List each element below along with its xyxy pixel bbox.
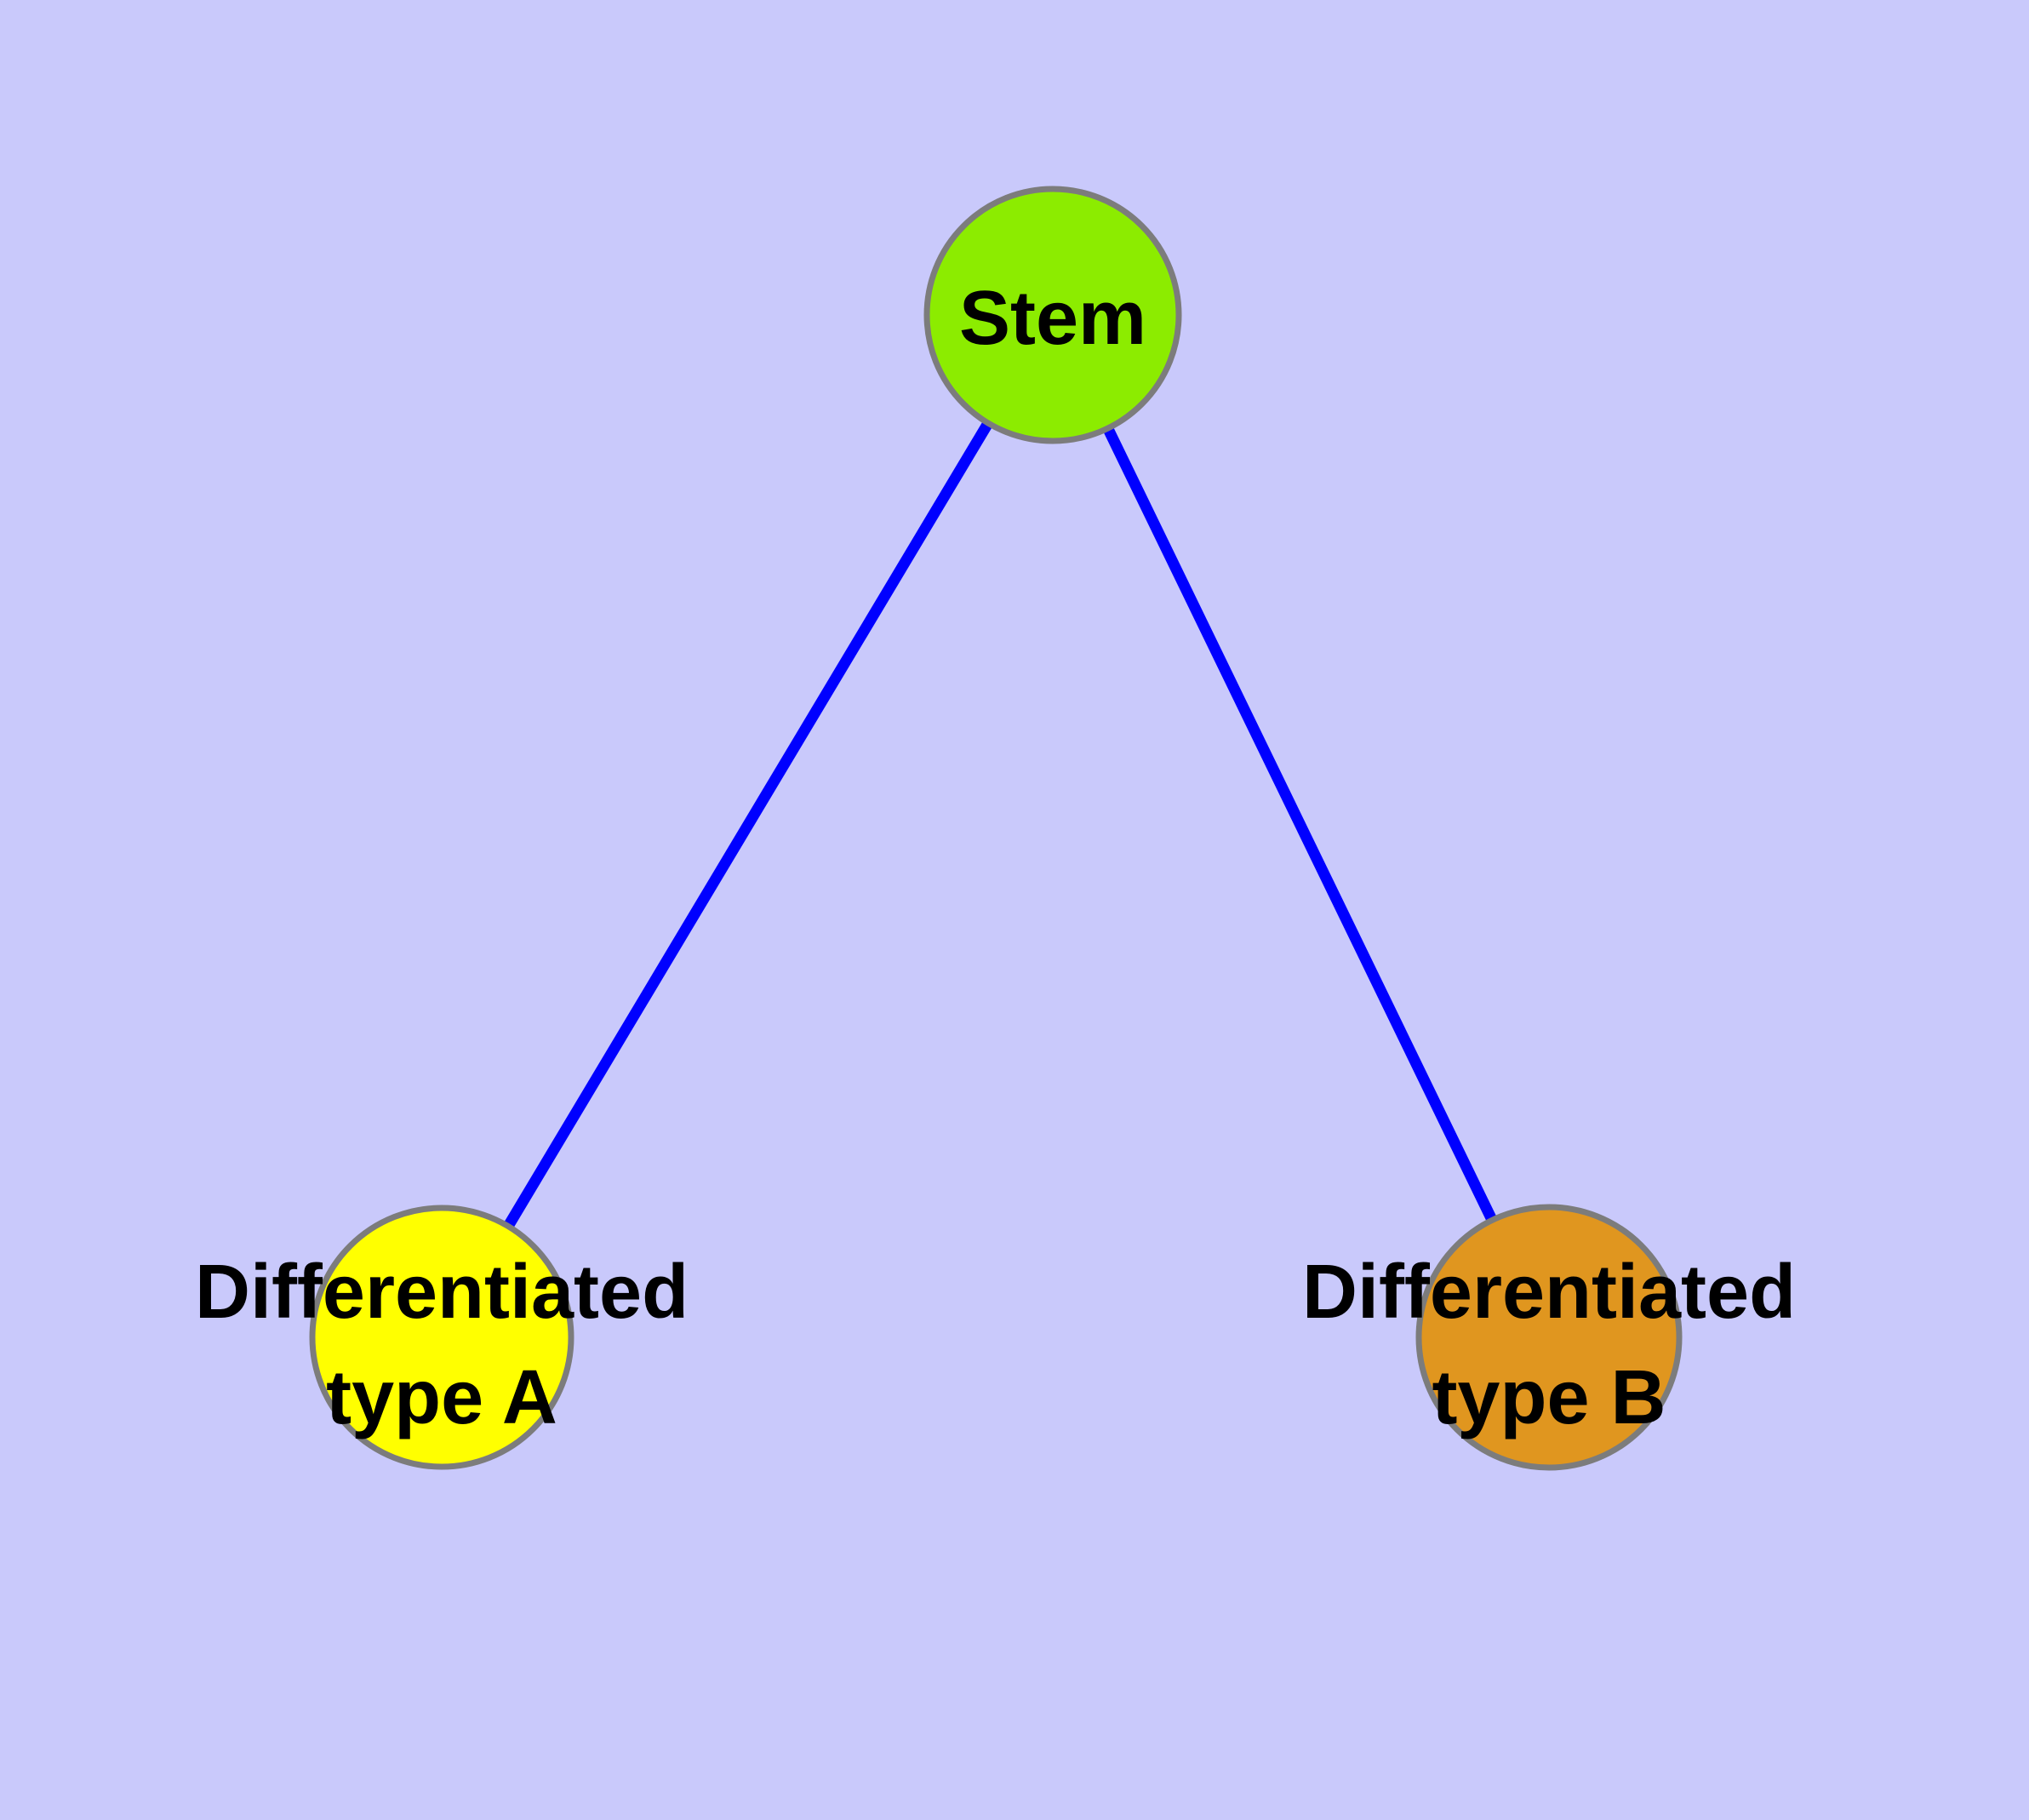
stem-node-label: Stem [958,275,1147,361]
stem-node [923,186,1182,444]
type-a-node [309,1205,574,1470]
type-a-node-label: Differentiated type A [194,1249,689,1440]
edge-stem-to-type-b [1048,312,1554,1340]
type-b-node [1415,1204,1683,1471]
type-b-node-label: Differentiated type B [1301,1249,1797,1440]
edge-stem-to-type-a [437,312,1058,1341]
